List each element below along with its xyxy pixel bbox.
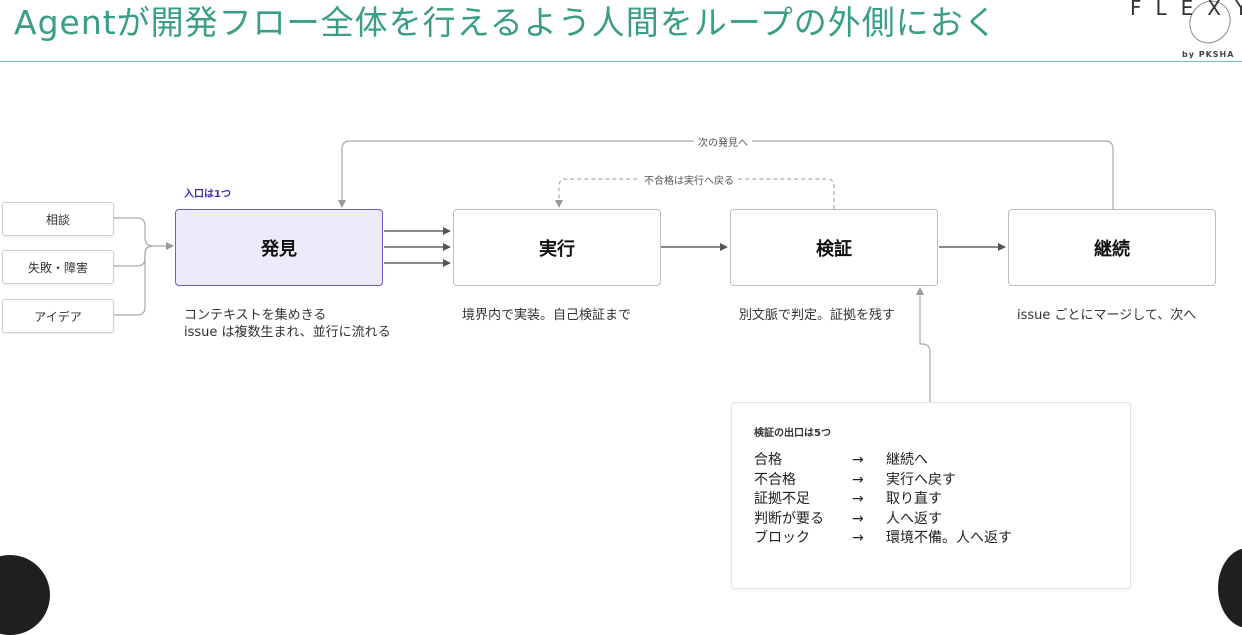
fail-back-label: 不合格は実行へ戻る (640, 172, 738, 187)
verify-description: 別文脈で判定。証拠を残す (739, 307, 895, 324)
verify-exit-row: 不合格 → 実行へ戻す (754, 471, 1012, 491)
exit-arrow: → (852, 471, 864, 488)
continue-description: issue ごとにマージして、次へ (1017, 307, 1196, 324)
stage-discovery: 発見 (175, 209, 383, 286)
verify-exit-row: 判断が要る → 人へ返す (754, 510, 1012, 530)
execute-desc-line: 境界内で実装。自己検証まで (462, 308, 632, 323)
verify-exits-list: 合格 → 継続へ 不合格 → 実行へ戻す 証拠不足 → 取り直す 判断が要る →… (754, 451, 1012, 549)
exit-condition: 合格 (754, 452, 782, 468)
source-consultation: 相談 (2, 202, 114, 236)
brand-logo-sub: by PKSHA (1182, 50, 1235, 59)
stage-continue: 継続 (1008, 209, 1216, 286)
exit-result: 実行へ戻す (886, 471, 956, 488)
verify-exit-row: ブロック → 環境不備。人へ返す (754, 529, 1012, 549)
verify-exit-row: 合格 → 継続へ (754, 451, 1012, 471)
discovery-desc-line: issue は複数生まれ、並行に流れる (184, 325, 391, 340)
exits-to-verify-line (916, 287, 931, 402)
entry-note: 入口は1つ (184, 189, 231, 200)
stage-verify: 検証 (730, 209, 938, 286)
continue-desc-line: issue ごとにマージして、次へ (1017, 308, 1197, 323)
verify-exits-title: 検証の出口は5つ (754, 428, 831, 439)
exit-result: 環境不備。人へ返す (886, 530, 1012, 546)
exit-condition: 判断が要る (754, 510, 824, 527)
verify-exits-panel: 検証の出口は5つ 合格 → 継続へ 不合格 → 実行へ戻す 証拠不足 → 取り直… (731, 402, 1131, 589)
next-discovery-label: 次の発見へ (694, 134, 752, 149)
discovery-desc-line: コンテキストを集めきる (184, 308, 327, 323)
stage-execute: 実行 (453, 209, 661, 286)
exit-condition: ブロック (754, 530, 810, 546)
exit-arrow: → (852, 491, 864, 507)
execute-description: 境界内で実装。自己検証まで (462, 307, 631, 324)
exit-result: 継続へ (886, 452, 928, 468)
exit-arrow: → (852, 510, 864, 527)
exit-result: 人へ返す (886, 510, 942, 527)
page-title: Agentが開発フロー全体を行えるよう人間をループの外側におく (14, 3, 998, 42)
exit-condition: 証拠不足 (754, 491, 810, 507)
exit-arrow: → (852, 452, 864, 468)
verify-exit-row: 証拠不足 → 取り直す (754, 490, 1012, 510)
exit-result: 取り直す (886, 491, 942, 507)
discovery-description: コンテキストを集めきる issue は複数生まれ、並行に流れる (184, 307, 391, 341)
title-divider (0, 61, 1242, 62)
parallel-issue-arrows (384, 227, 451, 267)
exit-arrow: → (852, 530, 864, 546)
source-idea: アイデア (2, 299, 114, 333)
source-failure: 失敗・障害 (2, 250, 114, 284)
source-merge-lines (113, 217, 174, 316)
exit-condition: 不合格 (754, 471, 796, 488)
verify-desc-line: 別文脈で判定。証拠を残す (739, 308, 896, 323)
brand-logo: FLEXY (1130, 0, 1242, 20)
